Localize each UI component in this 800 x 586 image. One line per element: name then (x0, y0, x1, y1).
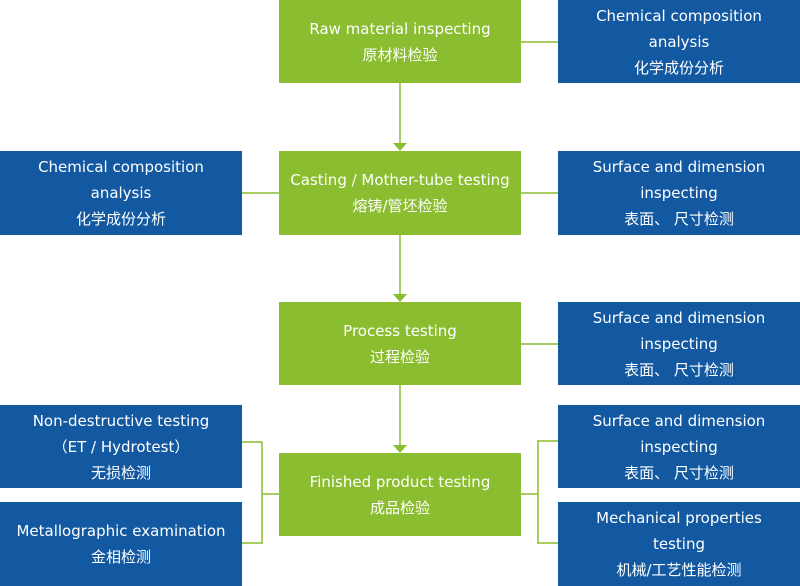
check-label-en: Surface and dimension (592, 411, 766, 430)
arrowhead-2 (393, 294, 407, 302)
check-label-zh: 化学成份分析 (75, 210, 166, 228)
check-label-en: inspecting (640, 184, 718, 202)
check-finished-mechanical-properties: Mechanical properties testing 机械/工艺性能检测 (558, 502, 800, 586)
check-label-en: analysis (90, 184, 152, 202)
check-label-en: Metallographic examination (16, 522, 226, 540)
stage-finished-product: Finished product testing 成品检验 (279, 453, 521, 536)
check-label-zh: 表面、 尺寸检测 (624, 210, 734, 228)
check-label-zh: 无损检测 (90, 463, 151, 482)
arrowhead-3 (393, 445, 407, 453)
stage-label-zh: 成品检验 (369, 498, 430, 517)
bracket-finished-left (242, 441, 263, 544)
check-finished-surface-dimension: Surface and dimension inspecting 表面、 尺寸检… (558, 405, 800, 488)
stage-process: Process testing 过程检验 (279, 302, 521, 385)
check-label-en: Chemical composition (38, 158, 204, 176)
stage-label-zh: 熔铸/管坯检验 (352, 197, 448, 215)
stage-label-en: Finished product testing (309, 472, 491, 491)
check-label-en: Surface and dimension (592, 158, 766, 176)
check-label-en: inspecting (640, 437, 718, 456)
check-label-en: Non-destructive testing (32, 411, 210, 430)
stage-label-zh: 原材料检验 (362, 45, 438, 64)
stage-label-en: Casting / Mother-tube testing (290, 171, 510, 189)
check-finished-metallographic: Metallographic examination 金相检测 (0, 502, 242, 586)
check-label-zh: 表面、 尺寸检测 (624, 360, 734, 379)
check-finished-non-destructive: Non-destructive testing （ET / Hydrotest）… (0, 405, 242, 488)
arrowhead-1 (393, 143, 407, 151)
stage-raw-material: Raw material inspecting 原材料检验 (279, 0, 521, 83)
stage-label-en: Process testing (343, 321, 457, 340)
check-label-en: Chemical composition (596, 6, 762, 25)
stage-casting: Casting / Mother-tube testing 熔铸/管坯检验 (279, 151, 521, 235)
check-process-surface-dimension: Surface and dimension inspecting 表面、 尺寸检… (558, 302, 800, 385)
check-label-en: Mechanical properties (596, 509, 762, 527)
check-label-en: analysis (648, 32, 710, 51)
check-label-en: inspecting (640, 334, 718, 353)
check-label-zh: 化学成份分析 (633, 58, 724, 77)
check-label-zh: 机械/工艺性能检测 (616, 561, 742, 579)
stage-label-en: Raw material inspecting (309, 19, 491, 38)
stage-label-zh: 过程检验 (369, 347, 430, 366)
check-label-zh: 表面、 尺寸检测 (624, 463, 734, 482)
check-casting-surface-dimension: Surface and dimension inspecting 表面、 尺寸检… (558, 151, 800, 235)
check-casting-chemical-composition: Chemical composition analysis 化学成份分析 (0, 151, 242, 235)
check-label-en: testing (652, 535, 705, 553)
bracket-finished-right (537, 440, 558, 544)
check-label-en: （ET / Hydrotest） (52, 437, 190, 456)
check-label-en: Surface and dimension (592, 308, 766, 327)
check-label-zh: 金相检测 (90, 548, 151, 566)
check-raw-chemical-composition: Chemical composition analysis 化学成份分析 (558, 0, 800, 83)
